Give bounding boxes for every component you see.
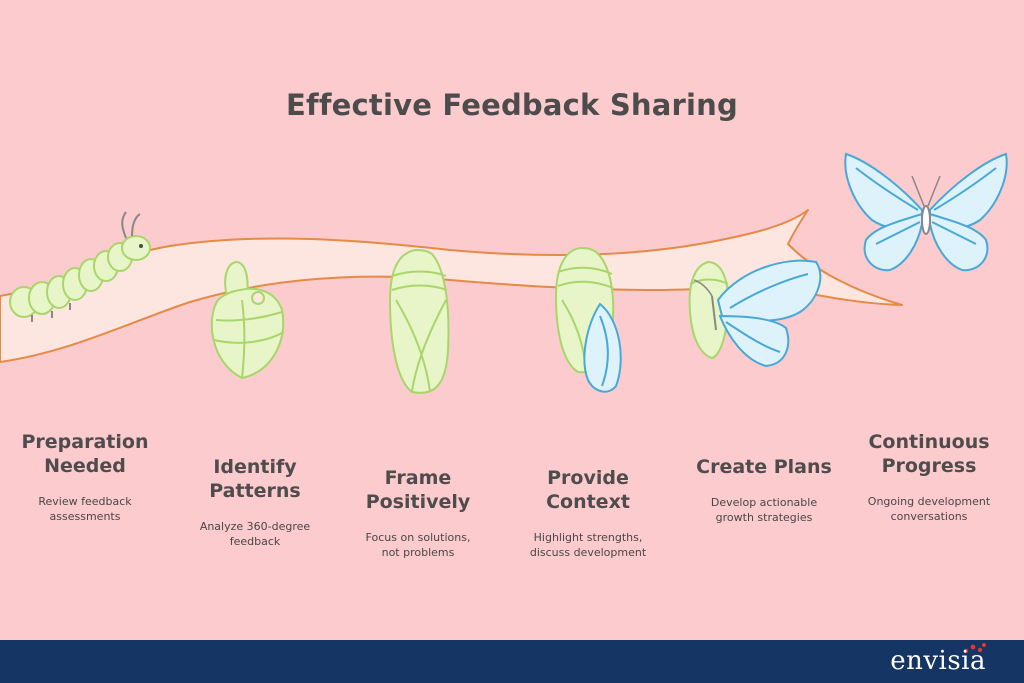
stage-title: Preparation Needed [21,431,149,477]
logo-dots-icon [963,643,986,654]
stage-plans: Create Plans Develop actionable growth s… [676,455,852,525]
stage-description: Focus on solutions, not problems [365,531,471,559]
stage-description: Ongoing development conversations [867,495,991,523]
stage-description: Develop actionable growth strategies [710,496,818,524]
cocoon-icon-stage-4 [554,246,622,393]
stage-title: Frame Positively [365,467,471,513]
stage-context: Provide Context Highlight strengths, dis… [508,466,668,560]
stage-preparation: Preparation Needed Review feedback asses… [5,430,165,524]
stage-frame: Frame Positively Focus on solutions, not… [338,466,498,560]
cocoon-icon-stage-3 [388,248,450,394]
emerging-butterfly-icon [688,259,822,368]
stage-title: Create Plans [696,456,832,478]
footer-bar: envisia [0,640,1024,683]
page-title: Effective Feedback Sharing [286,88,738,122]
stage-identify: Identify Patterns Analyze 360-degree fee… [170,455,340,549]
branch [0,209,903,363]
stage-title: Continuous Progress [868,431,990,477]
pupa-icon-stage-2 [210,260,285,380]
stage-title: Identify Patterns [209,456,301,502]
stage-description: Review feedback assessments [38,495,132,523]
stage-description: Analyze 360-degree feedback [199,520,311,548]
stage-continuous: Continuous Progress Ongoing development … [846,430,1012,524]
stage-title: Provide Context [546,467,630,513]
envisia-logo: envisia [890,646,986,676]
butterfly-icon [844,152,1008,272]
caterpillar-icon [9,211,151,322]
stage-description: Highlight strengths, discuss development [529,531,647,559]
